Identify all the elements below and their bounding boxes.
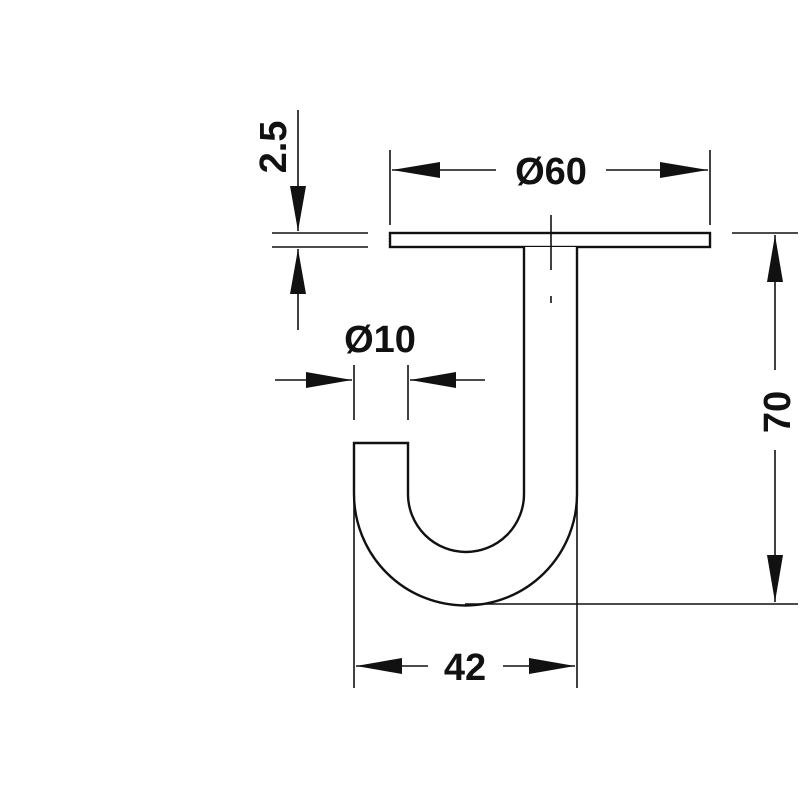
arrow-left [410,372,456,388]
hook-body [352,247,579,607]
arrow-right [660,162,708,178]
plate-thickness-label: 2.5 [253,121,295,174]
total-height-label: 70 [757,391,799,433]
rod-diameter-label: Ø10 [344,319,416,361]
hook-width-dimension: 42 [353,500,578,689]
arrow-left [392,162,440,178]
plate-thickness-dimension: 2.5 [253,110,368,330]
rod-diameter-dimension: Ø10 [275,319,485,420]
arrow-down [290,186,306,231]
arrow-up [290,249,306,294]
total-height-dimension: 70 [465,232,799,605]
arrow-down [767,555,783,602]
arrow-right [529,658,575,674]
arrow-up [767,235,783,282]
arrow-right [306,372,352,388]
arrow-left [356,658,402,674]
plate-diameter-dimension: Ø60 [389,150,711,225]
plate-diameter-label: Ø60 [515,151,587,193]
mounting-plate [388,231,712,249]
hook-width-label: 42 [444,647,486,689]
